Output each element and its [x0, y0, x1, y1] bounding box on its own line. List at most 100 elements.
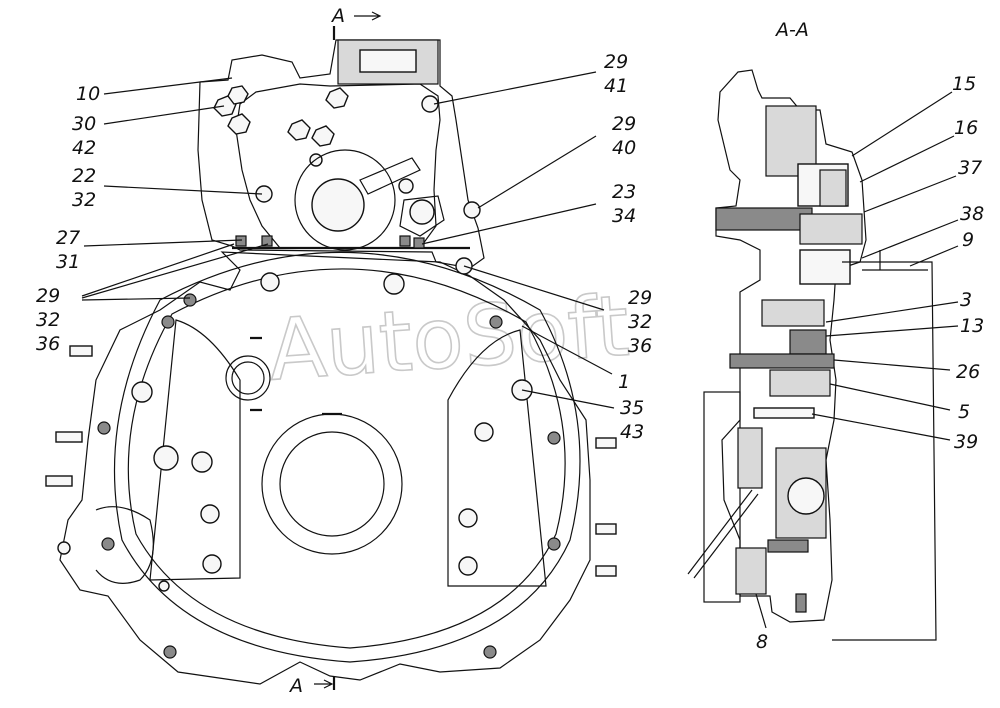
section-arrow-top	[354, 11, 382, 21]
gear-cover-boss	[294, 149, 396, 251]
shaft	[715, 207, 813, 231]
joint-bolt	[261, 235, 273, 247]
housing-9	[832, 261, 937, 641]
upper-housing-outline	[197, 39, 485, 269]
lower-flange	[703, 391, 741, 603]
callout-line: 32	[36, 309, 60, 331]
pump-lever	[359, 157, 421, 195]
seal-16	[819, 169, 847, 207]
callout-line: 29	[604, 51, 628, 73]
callout-line: 41	[604, 75, 628, 97]
stud	[55, 431, 83, 443]
gear-37	[799, 213, 863, 245]
flywheel-housing-flange-inner	[127, 268, 566, 649]
housing-bolt	[131, 381, 153, 403]
starter-bore-outer	[225, 355, 271, 401]
drain-plug	[795, 593, 807, 613]
oil-pump-body	[399, 195, 445, 237]
callout-line: 8	[756, 631, 768, 653]
crank-bore-inner	[279, 431, 385, 537]
housing-bolt	[101, 537, 115, 551]
section-mark-top: A	[330, 5, 345, 27]
callout-line: 42	[72, 137, 96, 159]
dowel-line	[693, 493, 759, 579]
front-leaders	[81, 71, 615, 409]
bolt-hex	[287, 119, 311, 141]
callout-line: 22	[72, 165, 96, 187]
callout-line: 1	[618, 371, 630, 393]
camshaft-gear-hub	[765, 105, 817, 177]
bolt-hex	[227, 85, 249, 105]
callout-line: 29	[628, 287, 652, 309]
callout-line: 34	[612, 205, 636, 227]
callout-line: 3	[960, 289, 972, 311]
joint-bolt	[399, 235, 411, 247]
flywheel-housing-flange	[113, 251, 581, 663]
housing-bolt	[97, 421, 111, 435]
callout-r5: 5	[958, 401, 970, 423]
callout-line: 9	[962, 229, 974, 251]
callout-r15: 15	[952, 73, 976, 95]
housing-bolt	[153, 445, 179, 471]
flywheel-housing-outline	[59, 251, 591, 685]
housing-bolt	[202, 554, 222, 574]
callout-r8: 8	[756, 631, 768, 653]
left-boss	[95, 506, 154, 584]
callout-line: 27	[56, 227, 80, 249]
housing-bolt	[383, 273, 405, 295]
top-flange-window	[359, 49, 417, 73]
callout-line: 37	[958, 157, 982, 179]
joint-bolt	[235, 235, 247, 247]
housing-bolt	[161, 315, 175, 329]
callout-line: 26	[956, 361, 980, 383]
housing-bolt	[458, 508, 478, 528]
bolt-hex	[227, 113, 251, 135]
left-rib	[149, 319, 241, 581]
housing-bolt	[260, 272, 280, 292]
bolt-hex	[325, 87, 349, 109]
gear-38	[799, 249, 851, 285]
section-view: A-A	[687, 19, 959, 641]
bolt-round	[421, 95, 439, 113]
bolt-hex	[311, 125, 335, 147]
block-outline	[715, 69, 867, 623]
section-mark-bottom: A	[288, 675, 303, 697]
starter-bore-marks	[250, 336, 262, 412]
callout-line: 32	[72, 189, 96, 211]
callout-line: 36	[36, 333, 60, 355]
oil-pump-port	[409, 199, 435, 225]
part-5	[769, 369, 831, 397]
upper-bolts	[213, 85, 481, 219]
right-rib	[447, 329, 547, 587]
callout-line: 15	[952, 73, 976, 95]
section-arrow-bottom	[314, 679, 334, 689]
callout-line: 38	[960, 203, 984, 225]
housing-bolts	[97, 257, 561, 659]
callout-line: 43	[620, 421, 644, 443]
lower-part-a	[737, 427, 763, 489]
left-studs	[45, 345, 617, 577]
callout-line: 30	[72, 113, 96, 135]
housing-bolt	[200, 504, 220, 524]
dowel-line	[687, 489, 753, 575]
stud	[595, 437, 617, 449]
housing-bolt	[458, 556, 478, 576]
callout-line: 35	[620, 397, 644, 419]
front-view: A A	[45, 5, 617, 697]
callout-line: 39	[954, 431, 978, 453]
callout-line: 40	[612, 137, 636, 159]
part-3	[761, 299, 825, 327]
housing-bolt	[547, 537, 561, 551]
callout-line: 36	[628, 335, 652, 357]
housing-bolt	[483, 645, 497, 659]
